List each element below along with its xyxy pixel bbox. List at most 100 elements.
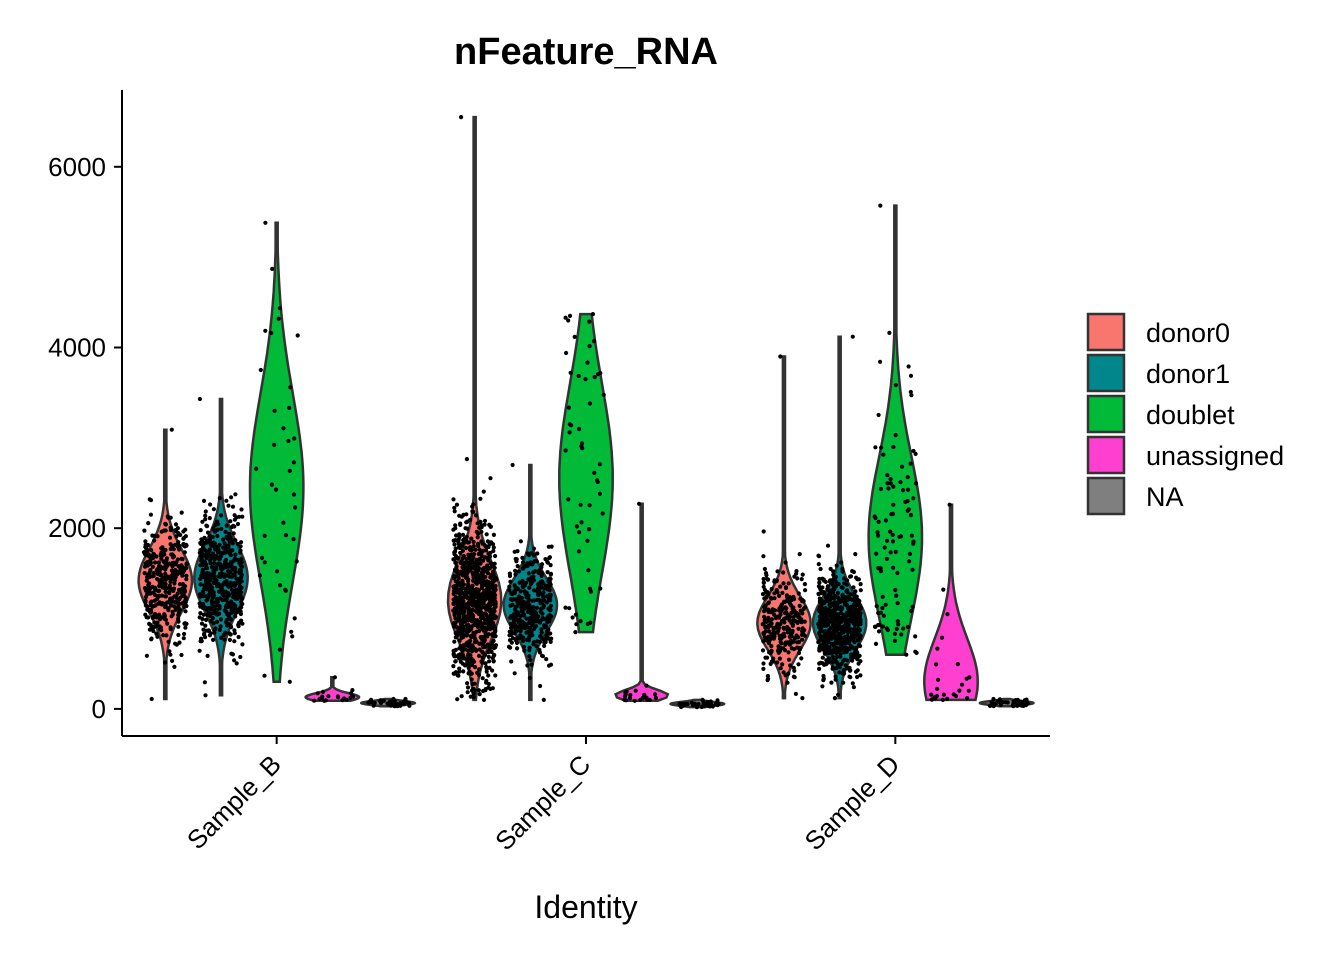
data-point [460, 556, 466, 561]
data-point [221, 537, 226, 542]
y-tick-label: 6000 [48, 152, 106, 182]
data-point [200, 572, 206, 577]
data-point [201, 498, 207, 503]
data-point [207, 589, 213, 594]
data-point [774, 588, 779, 593]
data-point [825, 648, 830, 654]
data-point [220, 551, 226, 556]
violin-donor1-Sample_D [811, 334, 868, 701]
data-point [458, 595, 463, 600]
data-point [913, 451, 918, 456]
data-point [569, 423, 574, 428]
data-point [475, 562, 480, 567]
data-point [459, 619, 464, 624]
data-point [531, 570, 536, 575]
data-point [797, 603, 802, 609]
data-point [566, 318, 571, 323]
data-point [548, 607, 553, 613]
data-point [791, 639, 796, 644]
legend-label: NA [1146, 482, 1184, 512]
data-point [206, 610, 211, 615]
data-point [466, 643, 471, 649]
data-point [820, 684, 825, 689]
data-point [855, 597, 861, 603]
data-point [763, 629, 768, 634]
data-point [148, 608, 153, 613]
data-point [204, 549, 209, 554]
data-point [772, 596, 777, 601]
data-point [883, 602, 888, 607]
data-point [289, 629, 294, 634]
data-point [275, 569, 280, 574]
data-point [159, 615, 164, 620]
data-point [164, 586, 169, 591]
data-point [452, 671, 457, 676]
data-point [469, 663, 475, 668]
data-point [941, 692, 947, 697]
data-point [454, 583, 459, 588]
jitter-points [506, 462, 554, 703]
data-point [476, 592, 481, 597]
data-point [538, 683, 543, 689]
data-point [474, 587, 479, 592]
data-point [163, 605, 168, 610]
data-point [204, 598, 209, 603]
data-point [511, 597, 516, 602]
data-point [768, 661, 773, 667]
data-point [775, 630, 780, 635]
data-point [821, 577, 826, 582]
data-point [898, 480, 903, 485]
data-point [683, 701, 688, 707]
data-point [507, 588, 512, 593]
data-point [895, 570, 900, 576]
violin-doublet-Sample_B [248, 220, 305, 684]
data-point [211, 637, 216, 643]
data-point [198, 611, 203, 616]
data-point [830, 623, 836, 628]
data-point [832, 593, 837, 599]
data-point [624, 689, 629, 694]
data-point [822, 623, 827, 629]
data-point [694, 705, 700, 710]
data-point [294, 559, 299, 564]
data-point [563, 605, 568, 610]
data-point [207, 571, 212, 577]
data-point [799, 656, 804, 661]
data-point [176, 616, 181, 621]
data-point [876, 519, 881, 525]
data-point [910, 604, 915, 610]
data-point [783, 560, 788, 565]
data-point [176, 600, 181, 605]
data-point [507, 629, 512, 634]
data-point [517, 617, 522, 622]
data-point [832, 644, 837, 649]
data-point [525, 561, 530, 566]
y-tick-label: 4000 [48, 332, 106, 362]
data-point [486, 555, 491, 561]
data-point [224, 498, 229, 503]
jitter-points [622, 501, 659, 703]
data-point [800, 696, 805, 701]
data-point [466, 660, 471, 666]
data-point [541, 697, 546, 703]
data-point [406, 701, 412, 706]
data-point [466, 671, 471, 676]
data-point [213, 611, 218, 616]
data-point [545, 560, 551, 565]
data-point [452, 639, 457, 644]
data-point [215, 519, 220, 524]
data-point [230, 567, 235, 572]
data-point [484, 680, 489, 685]
data-point [237, 620, 242, 625]
data-point [181, 529, 186, 534]
data-point [521, 638, 526, 644]
data-point [825, 586, 830, 592]
data-point [818, 625, 824, 630]
data-point [480, 626, 486, 631]
data-point [764, 573, 769, 578]
data-point [546, 597, 552, 602]
data-point [469, 656, 474, 661]
data-point [830, 665, 836, 670]
data-point [461, 655, 466, 660]
